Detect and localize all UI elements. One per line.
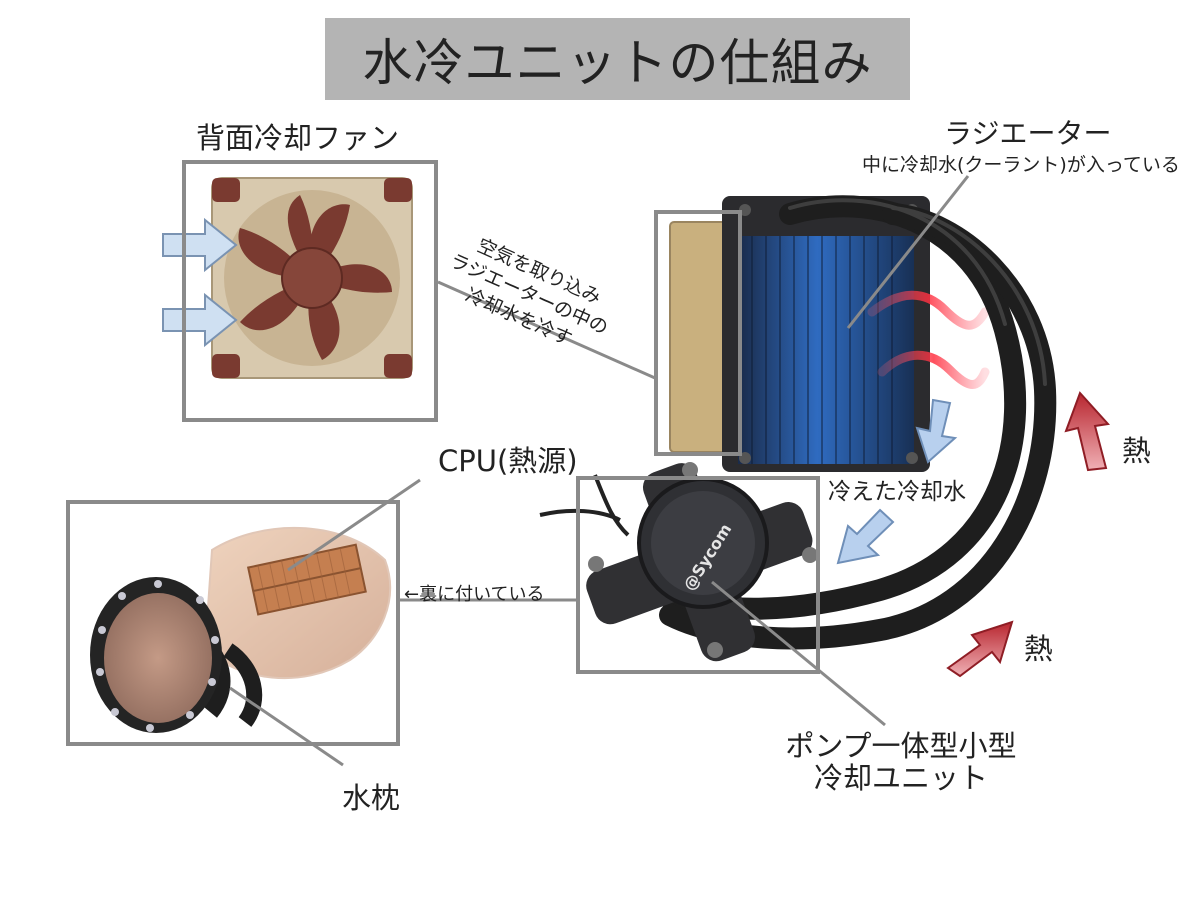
fan-frame — [182, 160, 438, 422]
fan-image — [211, 177, 413, 379]
cool-water-arrow-lower — [836, 508, 895, 565]
pump-unit-label: ポンプ一体型小型 冷却ユニット — [770, 730, 1032, 794]
heat-arrow-upper — [1064, 391, 1110, 472]
pump-unit-frame — [576, 476, 820, 674]
back-side-note: ←裏に付いている — [404, 584, 545, 605]
radiator-image — [669, 196, 930, 472]
cpu-plate-image — [203, 526, 392, 680]
air-intake-arrow-lower — [162, 292, 238, 348]
cooled-water-label: 冷えた冷却水 — [828, 479, 966, 505]
radiator-sublabel: 中に冷却水(クーラント)が入っている — [862, 154, 1180, 176]
pump-unit-label-line2: 冷却ユニット — [813, 761, 988, 795]
water-block-image — [90, 577, 263, 733]
cpu-label: CPU(熱源) — [438, 444, 578, 478]
air-intake-arrow-upper — [162, 217, 238, 273]
pump-unit-image — [539, 462, 818, 662]
leader-lines — [229, 175, 970, 767]
cool-water-arrow-upper — [915, 398, 958, 464]
radiator-fan-frame — [654, 210, 742, 456]
cpu-block-frame — [66, 500, 400, 746]
heat-label-lower: 熱 — [1024, 632, 1054, 666]
water-block-label: 水枕 — [342, 781, 401, 815]
pump-unit-label-line1: ポンプ一体型小型 — [785, 729, 1017, 763]
heat-arrow-lower — [946, 620, 1014, 678]
fan-label: 背面冷却ファン — [196, 121, 400, 155]
radiator-label: ラジエーター — [944, 117, 1112, 150]
coolant-hoses-highlight — [788, 198, 1047, 386]
heat-label-upper: 熱 — [1122, 434, 1152, 468]
page-title: 水冷ユニットの仕組み — [325, 18, 910, 100]
heat-wave — [867, 290, 990, 389]
